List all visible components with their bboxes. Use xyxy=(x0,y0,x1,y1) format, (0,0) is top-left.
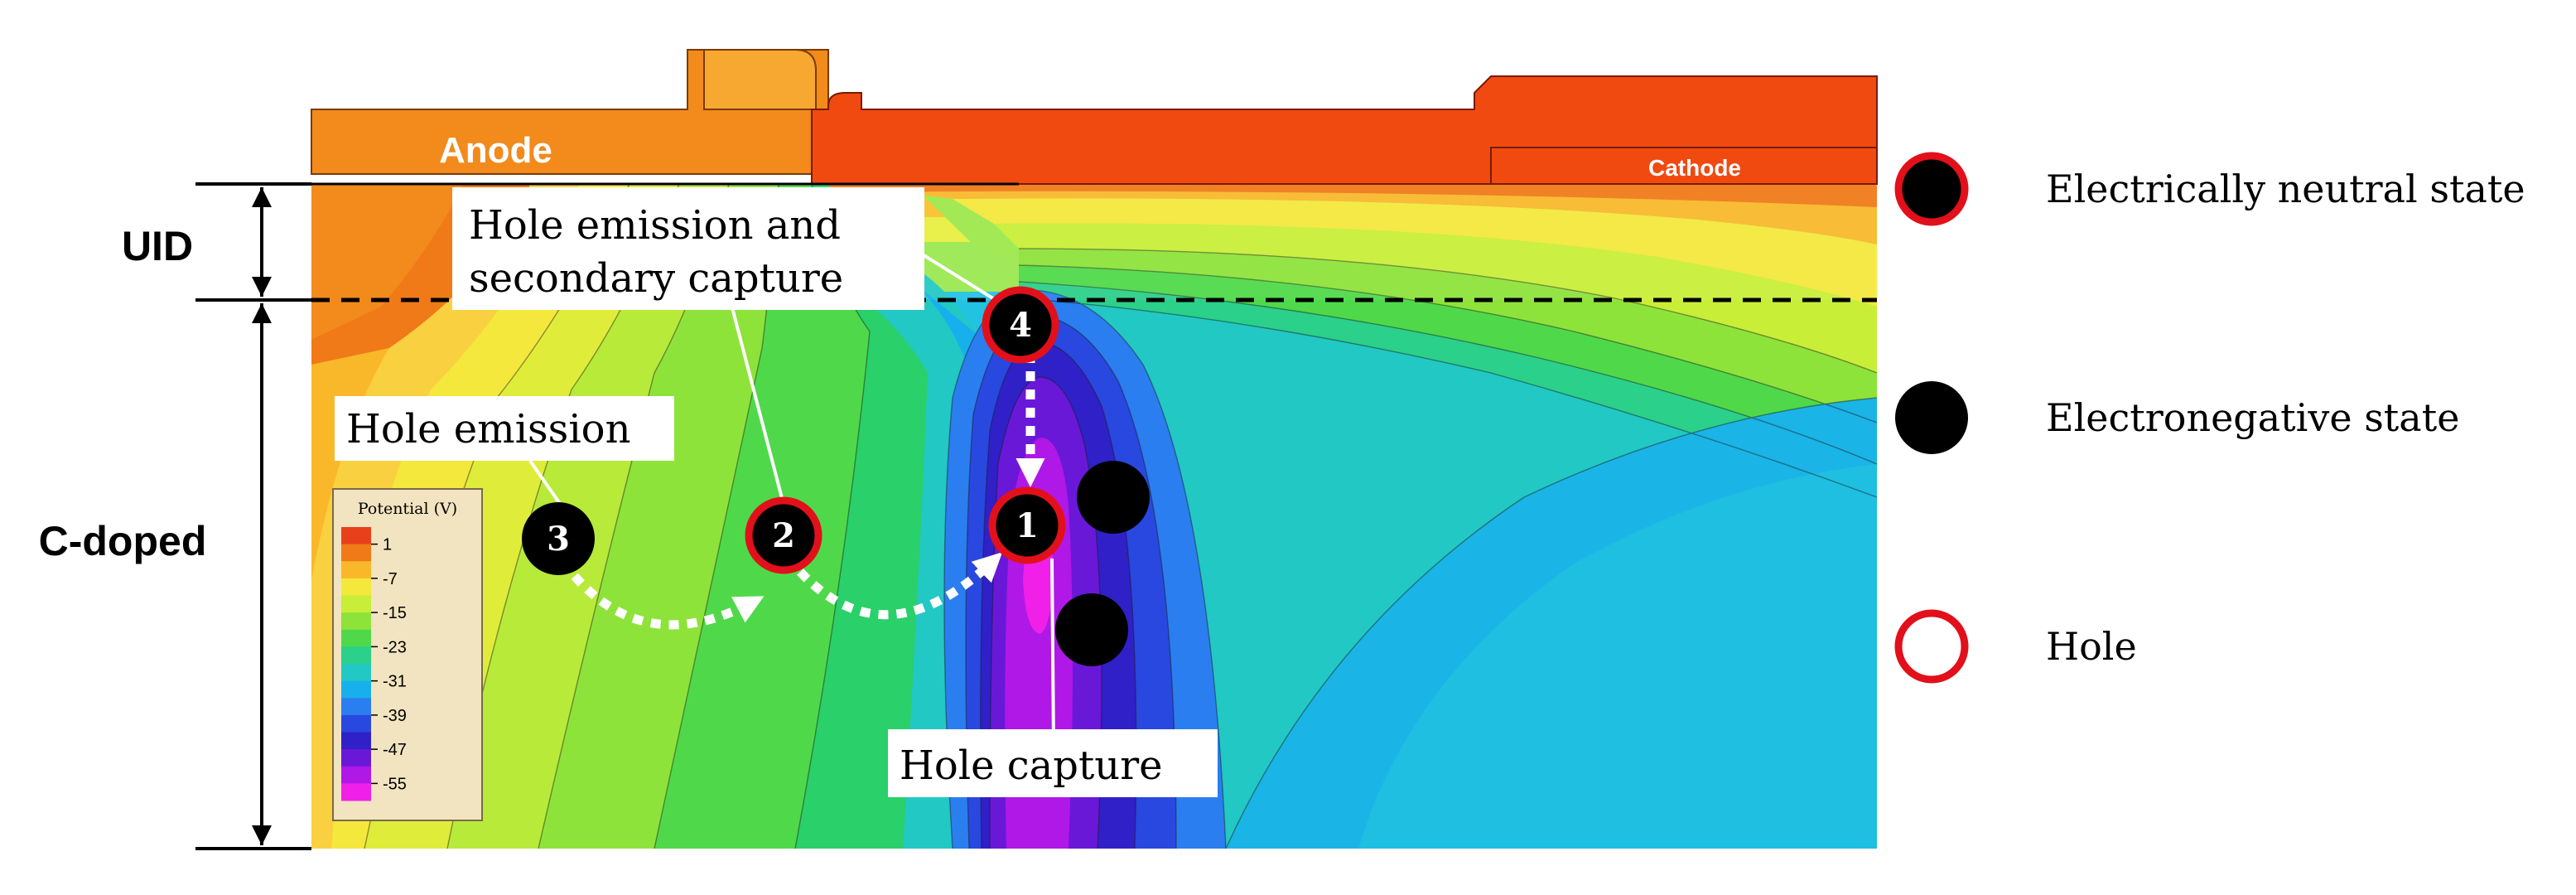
colorbar-swatches xyxy=(341,527,371,801)
colorbar-swatch xyxy=(341,578,371,596)
colorbar-swatch xyxy=(341,561,371,579)
trap-4: 4 xyxy=(982,286,1059,364)
colorbar-swatch xyxy=(341,629,371,647)
colorbar-ticks: 1 -7 -15 -23 -31 -39 -47 -55 xyxy=(371,536,407,793)
colorbar-tick-label: -31 xyxy=(383,673,407,691)
trap-2: 2 xyxy=(745,496,822,574)
layer-boundaries xyxy=(195,182,1877,850)
colorbar-swatch xyxy=(341,646,371,665)
colorbar-tick-label: -55 xyxy=(383,775,407,793)
callout-hole-capture: Hole capture xyxy=(888,729,1218,797)
colorbar-swatch xyxy=(341,714,371,733)
uid-label: UID xyxy=(122,223,193,269)
callout-hole-emission: Hole emission xyxy=(335,396,674,461)
callout-hole-capture-text: Hole capture xyxy=(900,743,1163,789)
trap-4-number: 4 xyxy=(1009,306,1032,345)
callout-secondary-line1: Hole emission and xyxy=(469,202,841,249)
arrow-3-to-2 xyxy=(559,559,765,630)
electronegative-trap-lower xyxy=(1055,593,1128,666)
colorbar-swatch xyxy=(341,595,371,613)
arrow-2-to-1 xyxy=(797,552,1003,620)
legend-neutral-label: Electrically neutral state xyxy=(2046,167,2525,211)
colorbar-tick-label: -15 xyxy=(383,604,407,622)
colorbar-tick-label: -7 xyxy=(383,570,398,588)
potential-colorbar: Potential (V) 1 -7 -15 -23 -31 -39 -47 -55 xyxy=(332,488,483,821)
trap-3: 3 xyxy=(522,502,595,575)
colorbar-swatch xyxy=(341,527,371,545)
cathode-electrode: Cathode xyxy=(811,75,1878,185)
transition-arrows xyxy=(559,353,1045,630)
legend-neutral: Electrically neutral state xyxy=(1894,152,2525,226)
colorbar-tick-label: -23 xyxy=(383,638,407,656)
cathode-label: Cathode xyxy=(1648,155,1741,181)
colorbar-swatch xyxy=(341,698,371,716)
colorbar-tick-label: -47 xyxy=(383,741,407,759)
colorbar-swatch xyxy=(341,766,371,784)
callout-secondary-line2: secondary capture xyxy=(469,255,843,302)
colorbar-title: Potential (V) xyxy=(358,500,457,518)
colorbar-tick-label: 1 xyxy=(383,536,392,554)
uid-dimension: UID xyxy=(122,187,272,297)
trap-1: 1 xyxy=(988,486,1066,564)
legend-electronegative-label: Electronegative state xyxy=(2046,395,2459,440)
legend-hole-label: Hole xyxy=(2046,624,2137,669)
anode-label: Anode xyxy=(439,130,552,171)
colorbar-swatch xyxy=(341,680,371,699)
callout-hole-emission-text: Hole emission xyxy=(346,406,630,452)
trap-2-number: 2 xyxy=(772,516,795,555)
anode-electrode: Anode xyxy=(311,49,829,365)
c-doped-label: C-doped xyxy=(39,518,207,564)
c-doped-dimension: C-doped xyxy=(39,303,272,845)
colorbar-swatch xyxy=(341,732,371,750)
colorbar-swatch xyxy=(341,664,371,682)
trap-3-number: 3 xyxy=(547,520,570,559)
colorbar-swatch xyxy=(341,612,371,631)
trap-1-number: 1 xyxy=(1015,506,1039,545)
electronegative-trap-upper xyxy=(1077,461,1150,534)
legend-electronegative: Electronegative state xyxy=(1895,381,2459,454)
legend-hole: Hole xyxy=(1894,609,2137,684)
colorbar-swatch xyxy=(341,783,371,801)
colorbar-tick-label: -39 xyxy=(383,707,407,725)
colorbar-swatch xyxy=(341,749,371,767)
legend: Electrically neutral state Electronegati… xyxy=(1894,152,2525,684)
colorbar-swatch xyxy=(341,544,371,562)
callout-hole-emission-secondary: Hole emission and secondary capture xyxy=(452,187,924,310)
